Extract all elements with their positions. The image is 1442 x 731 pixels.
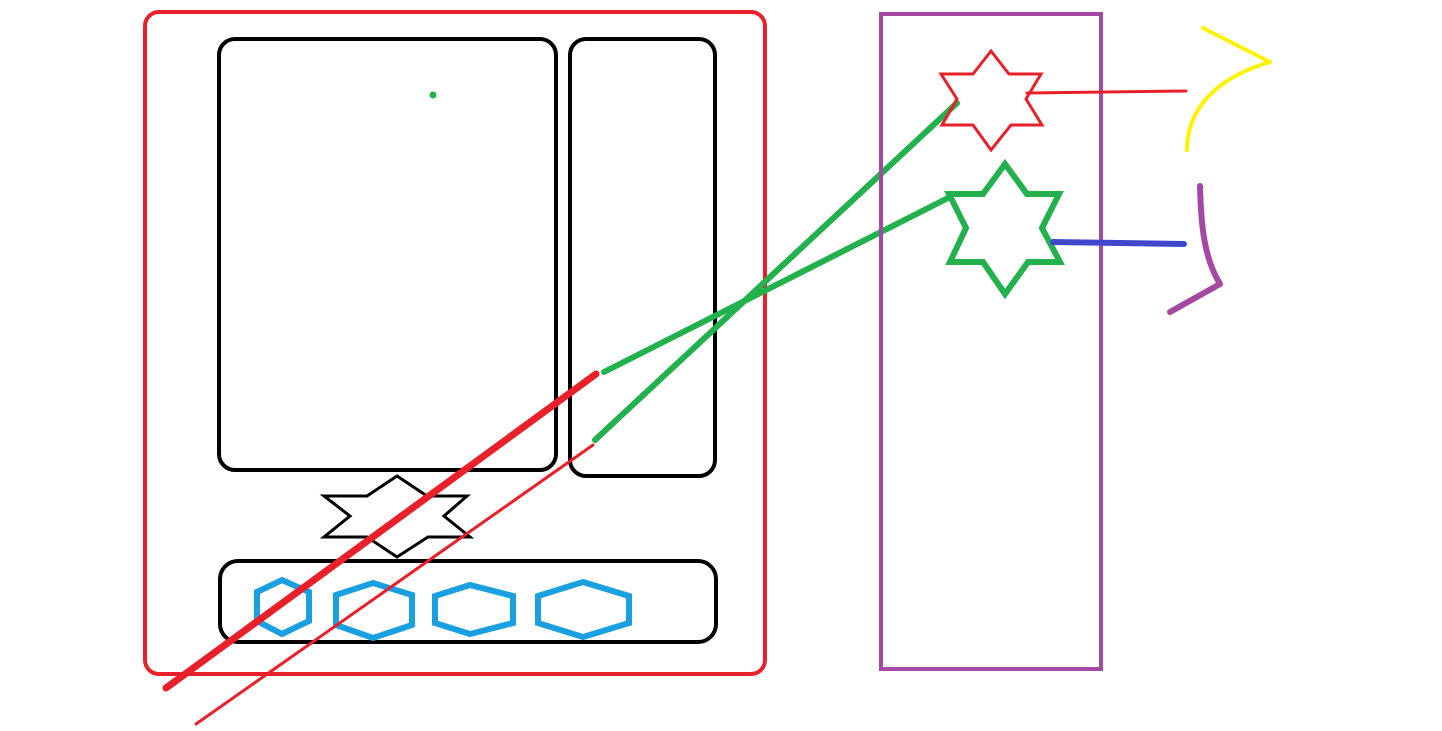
hexagon-button-row <box>254 576 632 642</box>
green-dot <box>429 91 437 99</box>
red-thick-line <box>162 370 600 692</box>
red-connector <box>1025 89 1188 95</box>
yellow-curve <box>1185 26 1272 152</box>
purple-bracket <box>1167 183 1223 315</box>
red-thin-line <box>194 443 595 726</box>
hexagon-icon[interactable] <box>535 578 632 641</box>
center-star-icon <box>319 474 475 559</box>
hexagon-icon[interactable] <box>432 581 516 638</box>
red-star-node-icon[interactable] <box>938 48 1045 153</box>
bottom-bar <box>218 559 718 644</box>
green-line-to-red-star <box>592 100 960 443</box>
green-star-node-icon[interactable] <box>944 158 1065 300</box>
right-column <box>879 12 1103 671</box>
green-line-to-green-star <box>601 194 953 375</box>
device-frame <box>143 10 767 676</box>
main-panel <box>217 37 558 472</box>
blue-connector <box>1050 239 1187 247</box>
side-panel <box>568 37 717 478</box>
hexagon-icon[interactable] <box>333 579 415 642</box>
